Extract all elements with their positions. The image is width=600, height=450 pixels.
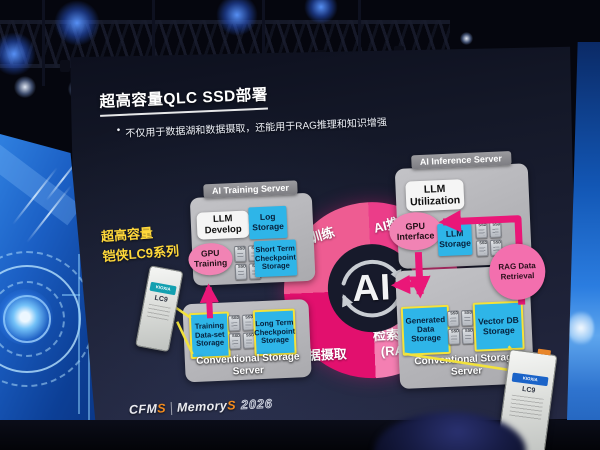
kioxia-logo-band: KIOXIA (511, 372, 549, 387)
circuit-trace (88, 334, 90, 450)
callout-line-left (176, 321, 194, 355)
ssd-connector-tab (537, 348, 552, 356)
stage-light-fixture (60, 60, 70, 72)
circuit-trace (78, 254, 80, 414)
decor-diagonal-band (0, 134, 82, 226)
tech-ring-glow (0, 289, 53, 345)
arrow-generated-to-rag-circle (390, 274, 426, 295)
side-screen-right (566, 42, 600, 450)
arrow-dataset-to-gpu-training (199, 283, 219, 319)
callout-line-left (173, 305, 192, 320)
circuit-trace (62, 294, 80, 296)
screen-highlight (568, 310, 594, 346)
flow-connectors (173, 210, 528, 373)
callout-line-right (404, 352, 516, 373)
arrow-gpu-to-generated-data (408, 251, 431, 299)
truss-pole (358, 0, 361, 86)
truss-pole (152, 0, 155, 86)
kioxia-logo-band: KIOXIA (149, 281, 177, 296)
spotlight-glow (460, 32, 473, 45)
presentation-slide: 超高容量QLC SSD部署 • 不仅用于数据湖和数据摄取，还能用于RAG推理和知… (81, 60, 578, 450)
spotlight-glow (14, 76, 36, 98)
ssd-fine-print (508, 394, 544, 421)
truss-pole (42, 0, 45, 86)
truss-pole (262, 0, 265, 86)
ssd-fine-print (146, 303, 171, 322)
